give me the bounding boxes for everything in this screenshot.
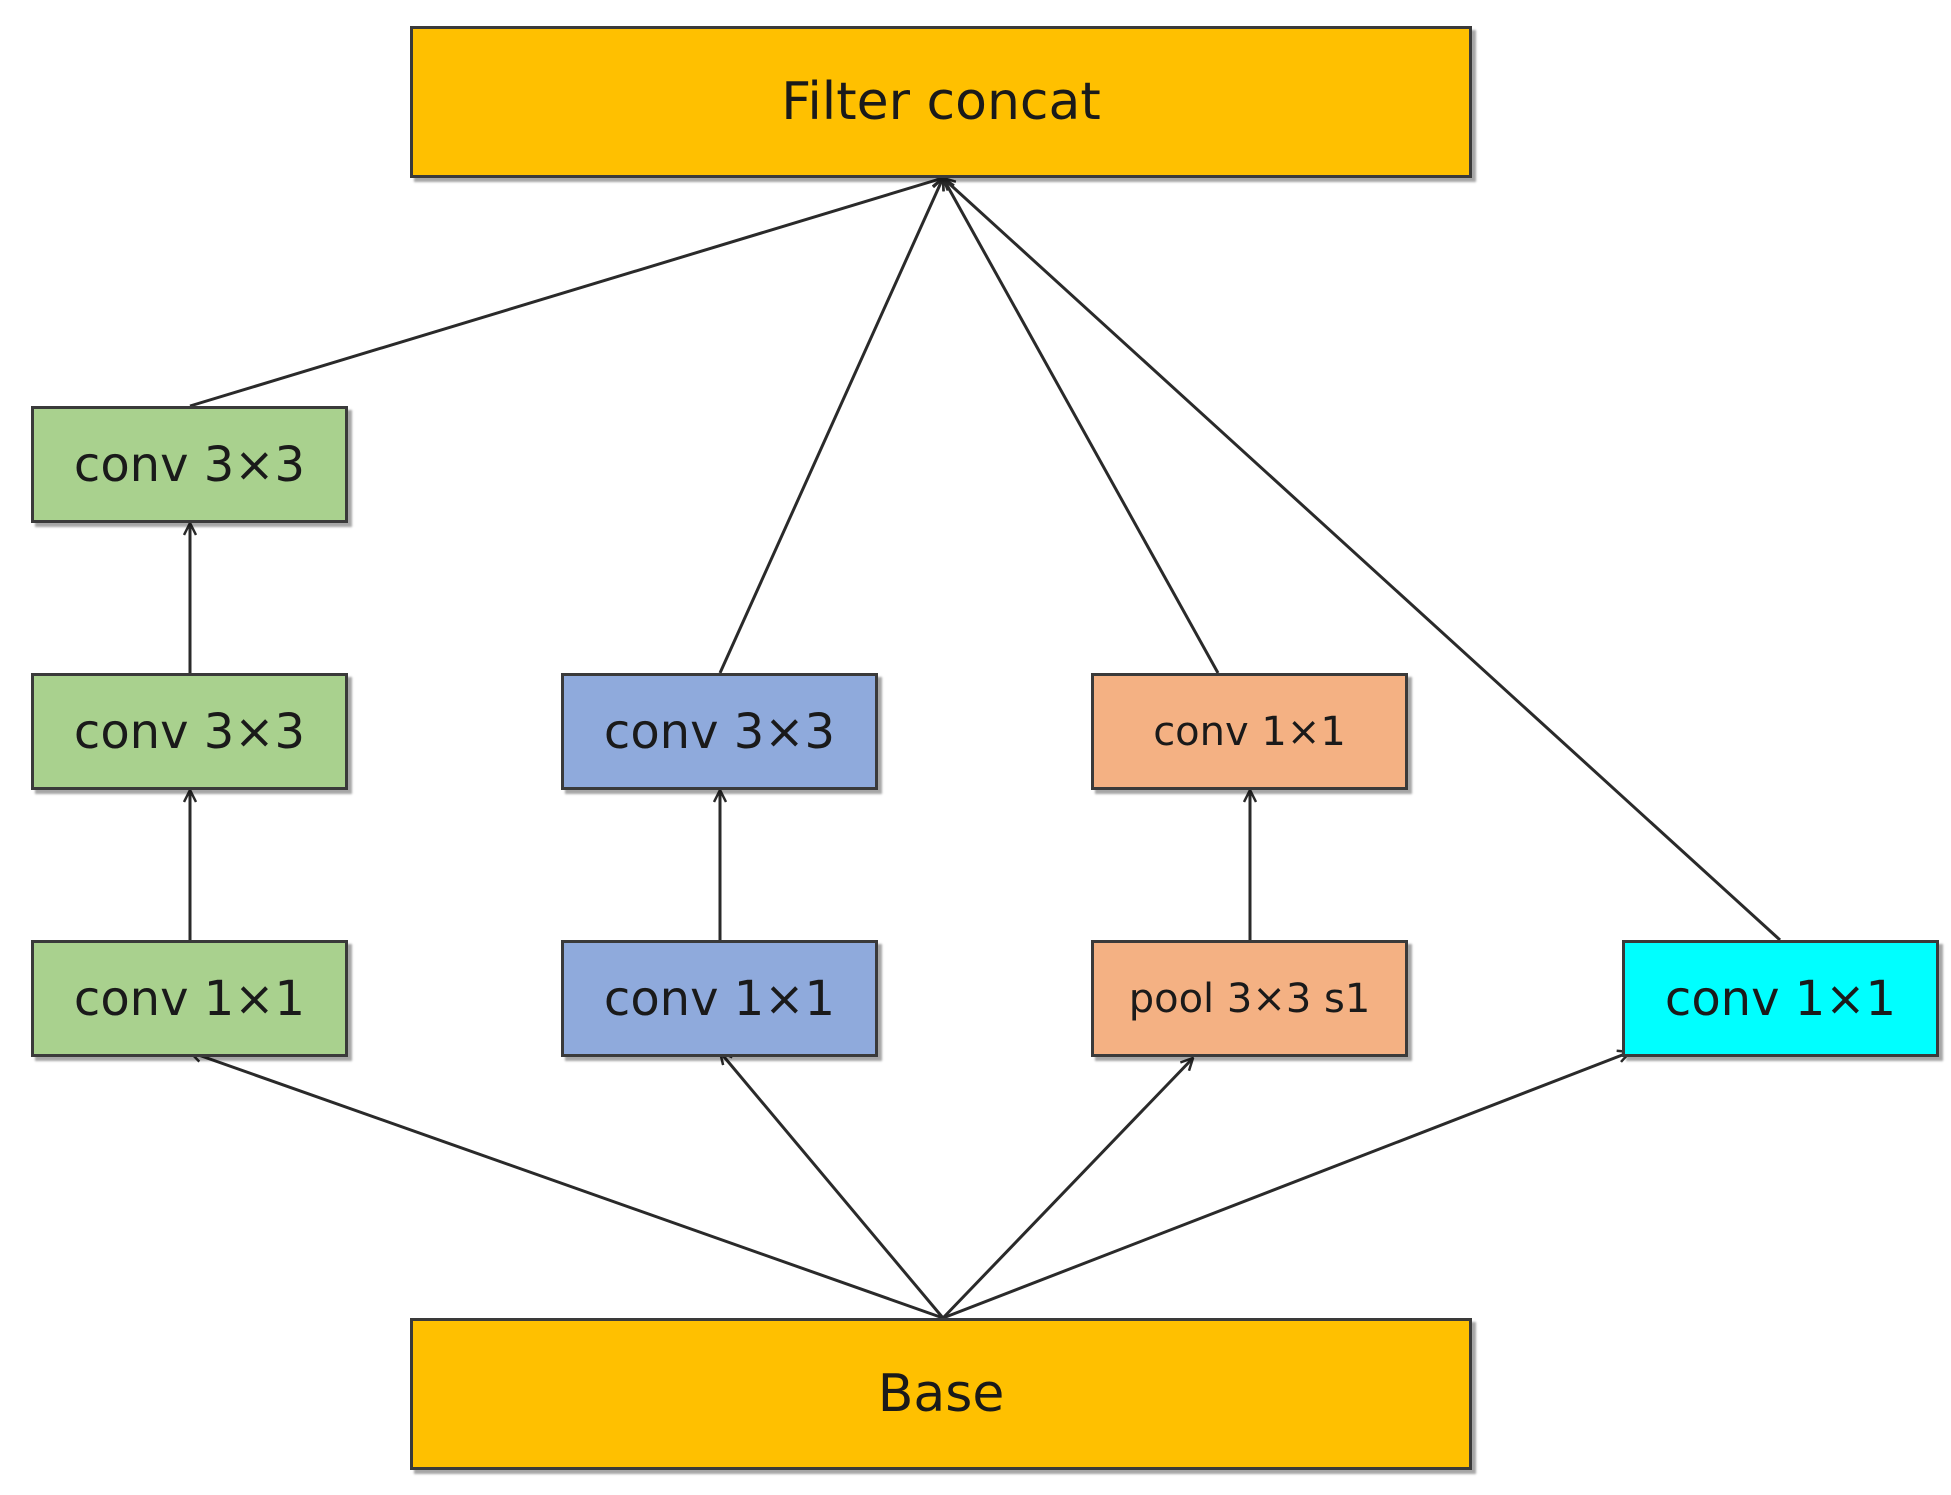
filter-concat-node: Filter concat: [410, 26, 1472, 178]
edge-branch2-to-filter-concat: [718, 178, 943, 674]
branch3-conv1x1-node: conv 1×1: [1091, 673, 1408, 790]
branch1-conv3x3-middle-node: conv 3×3: [31, 673, 348, 790]
edge-branch3-to-filter-concat: [943, 178, 1220, 674]
branch2-conv3x3-node: conv 3×3: [561, 673, 878, 790]
base-node: Base: [410, 1318, 1472, 1470]
edge-base-to-branch1-conv1x1: [190, 1052, 944, 1320]
edge-branch1-to-filter-concat: [189, 178, 943, 408]
edge-base-to-branch3-pool: [941, 1058, 1193, 1320]
branch3-pool-node: pool 3×3 s1: [1091, 940, 1408, 1057]
branch4-conv1x1-node: conv 1×1: [1622, 940, 1939, 1057]
edge-base-to-branch4-conv1x1: [942, 1052, 1630, 1320]
edge-branch4-to-filter-concat: [943, 178, 1782, 942]
branch1-conv1x1-node: conv 1×1: [31, 940, 348, 1057]
branch2-conv1x1-node: conv 1×1: [561, 940, 878, 1057]
edge-base-to-branch2-conv1x1: [720, 1052, 945, 1319]
branch1-conv3x3-top-node: conv 3×3: [31, 406, 348, 523]
